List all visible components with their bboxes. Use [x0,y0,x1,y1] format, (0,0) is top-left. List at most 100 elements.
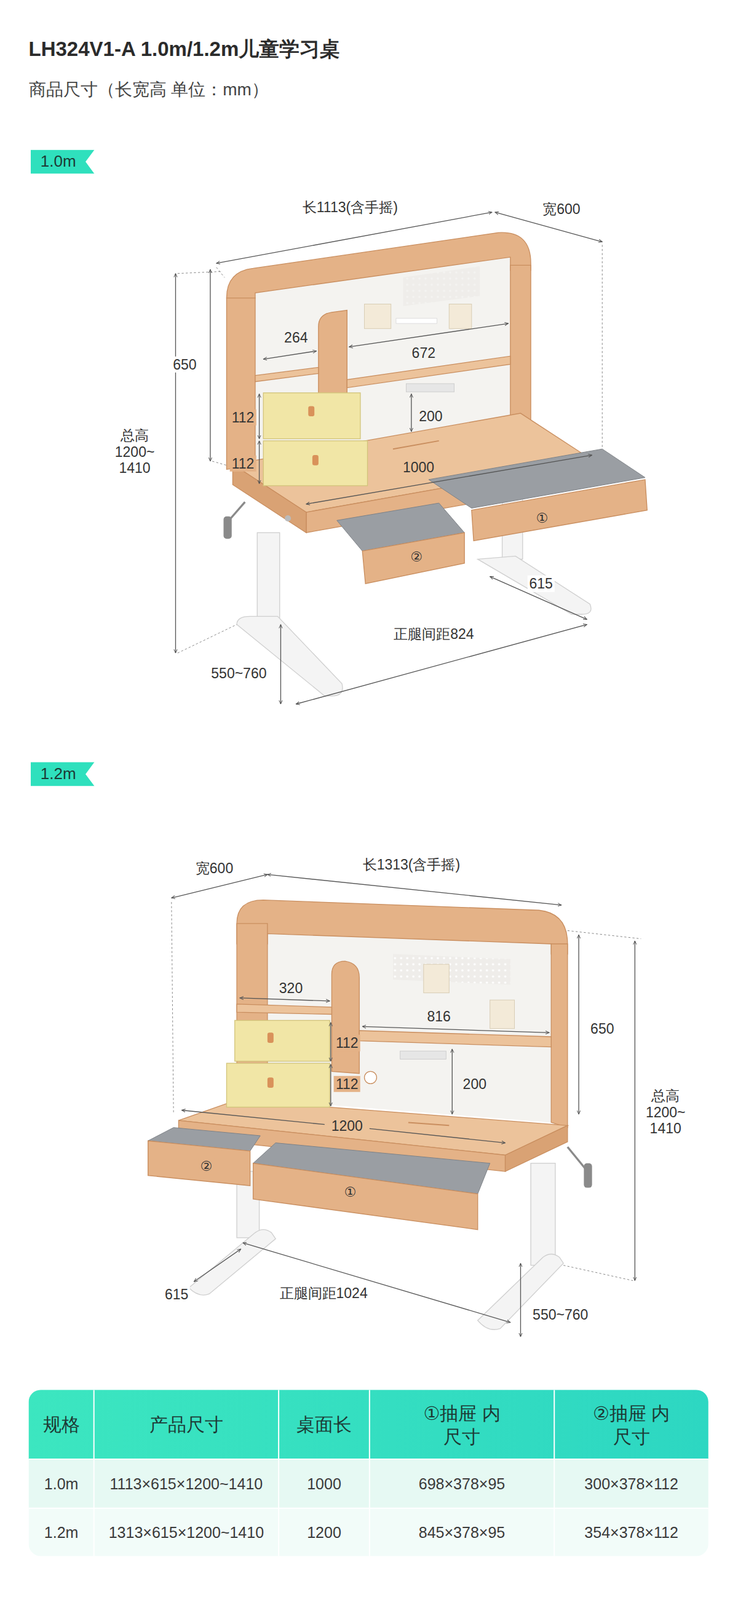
desk-1-illustration-part [364,304,392,330]
table-cell: 300×378×112 [582,1475,680,1494]
desk-2-illustration-part [359,1030,552,1048]
desk-2-dimension-lines-part [362,1026,550,1033]
desk-1-illustration-part [284,515,291,522]
desk-2-dimension-lines-part [563,1265,633,1282]
desk-1-illustration-part [308,405,315,417]
dimension-label: ② [408,549,425,566]
dimension-label: 550~760 [209,665,269,682]
table-cell: 1313×615×1200~1410 [107,1523,266,1542]
spec-table-part [28,1389,708,1460]
table-header-cell: ①抽屉 内尺寸 [413,1402,510,1449]
dimension-label: 550~760 [530,1306,590,1323]
table-cell: 1000 [305,1475,344,1494]
desk-1-illustration-part [312,455,319,466]
desk-2-dimension-lines-part [520,1263,521,1337]
desk-1-illustration-part [230,501,245,519]
dimension-label: 宽600 [193,860,235,877]
dimension-label: 总高 1200~ 1410 [108,428,161,477]
desk-1-dimension-lines-part [263,351,317,360]
desk-2-dimension-lines-part [181,1110,325,1125]
dimension-label: 长1113(含手摇) [300,199,400,216]
dimension-label: 长1313(含手摇) [361,856,462,873]
table-header-cell: 规格 [41,1413,82,1437]
table-header-cell: 桌面长 [294,1413,354,1437]
desk-1-illustration-part [257,532,280,623]
desk-2-illustration-part [364,1071,377,1084]
dimension-label: 112 [230,455,257,472]
desk-1-dimension-lines [175,212,603,705]
dimension-label: 112 [333,1035,361,1052]
desk-1-dimension-lines-part [306,455,593,505]
table-cell: 845×378×95 [416,1523,507,1542]
desk-1-illustration-part [255,367,319,382]
desk-1-dimension-lines-part [209,269,211,462]
desk-2-illustration-part [490,999,515,1029]
desk-2-illustration-part [400,1051,447,1060]
spec-table-part [553,1389,555,1556]
desk-2-dimension-lines-part [452,1049,453,1115]
dimension-label: 正腿间距1024 [277,1285,370,1302]
table-header-cell: ②抽屉 内尺寸 [583,1402,680,1449]
desk-1-illustration-part [263,392,361,440]
desk-1-illustration-part [471,479,647,542]
tag-text: 1.2m [40,764,77,783]
desk-1-illustration-part [392,440,440,449]
desk-2-illustration-part [505,1125,568,1172]
desk-2-illustration-part [567,1146,587,1170]
desk-2-illustration-part [408,1122,449,1126]
spec-table-part [369,1389,371,1556]
desk-1-dimension-lines-part [216,212,492,264]
desk-2-dimension-lines-part [193,1249,241,1282]
desk-1-dimension-lines-part [212,461,227,466]
desk-1-illustration-part [510,265,531,437]
spec-table-part [28,1458,708,1461]
dimension-label: ② [198,1158,215,1175]
desk-1-illustration-part [226,232,531,298]
table-cell: 1113×615×1200~1410 [108,1475,266,1494]
desk-2-illustration-part [236,900,568,955]
desk-2-illustration-part [392,954,511,986]
desk-2-dimension-lines-part [171,902,174,1113]
desk-2-dimension-lines-part [330,1064,331,1107]
section-tag: 1.2m [30,761,95,786]
table-cell: 1.2m [42,1523,81,1542]
subtitle: 商品尺寸（长宽高 单位：mm） [28,79,269,100]
desk-1-illustration-part [403,266,480,307]
desk-2-illustration-part [236,1004,332,1015]
desk-1-illustration-part [226,298,255,470]
desk-2-dimension-lines-part [242,1242,511,1323]
dimension-label: ① [341,1184,358,1200]
table-cell: 1.0m [42,1475,81,1494]
desk-1-dimension-lines-part [258,440,260,485]
desk-1-dimension-lines-part [410,394,412,432]
desk-1-dimension-lines-part [177,271,223,274]
desk-1-dimension-lines-part [280,624,282,705]
desk-1-dimension-lines-part [258,394,260,440]
dimension-label: 1000 [400,459,437,476]
desk-2-illustration [148,900,593,1331]
spec-table [28,1389,708,1556]
desk-2-illustration-part [226,1063,330,1107]
table-cell: 354×378×112 [582,1523,680,1542]
desk-1-illustration-part [318,309,347,403]
spec-table-part [28,1508,708,1557]
spec-table-part [28,1459,708,1509]
dimension-label: 总高 1200~ 1410 [639,1087,692,1137]
desk-1-dimension-lines-part [349,323,509,347]
desk-1-illustration-part [403,266,480,307]
dimension-label: 正腿间距824 [391,625,476,642]
desk-1-illustration-part [362,532,465,584]
dimension-label: 200 [461,1075,489,1092]
desk-2-dimension-lines-part [330,1022,331,1062]
desk-1-dimension-lines-part [175,273,176,654]
desk-1-dimension-lines-part [216,267,225,278]
desk-1-illustration-part [406,383,455,392]
spec-table-part [93,1389,95,1556]
table-cell: 698×378×95 [416,1475,507,1494]
desk-1-illustration-part [263,440,368,486]
desk-2-illustration-part [551,944,568,1128]
desk-2-dimension-lines-part [634,940,636,1282]
desk-2-illustration-part [148,1140,251,1186]
section-tag: 1.0m [30,150,95,175]
